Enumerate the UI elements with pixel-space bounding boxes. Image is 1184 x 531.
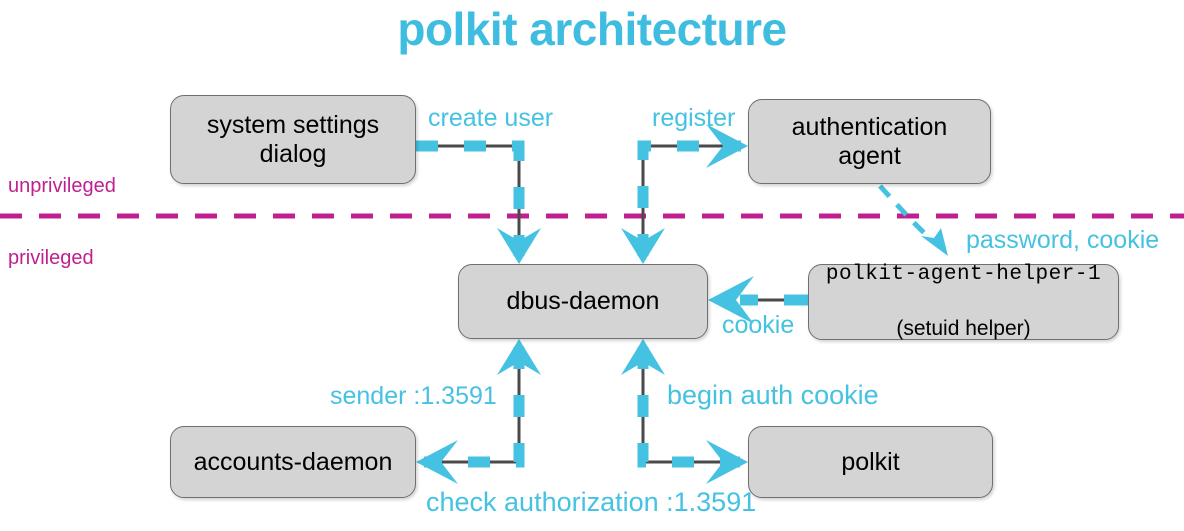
- page-title: polkit architecture: [397, 3, 787, 55]
- edge-label-cookie: cookie: [722, 311, 795, 339]
- edge-label-register: register: [652, 104, 736, 132]
- privileged-label: privileged: [8, 247, 94, 269]
- node-label: polkit-agent-helper-1: [825, 263, 1102, 287]
- node-polkit[interactable]: polkit: [748, 426, 993, 498]
- node-authentication-agent[interactable]: authentication agent: [748, 99, 991, 184]
- node-accounts-daemon[interactable]: accounts-daemon: [170, 426, 416, 498]
- edge-register: [621, 124, 748, 264]
- node-system-settings-dialog[interactable]: system settings dialog: [170, 95, 416, 184]
- edge-password-cookie: [878, 184, 948, 256]
- edge-sender: [416, 339, 541, 484]
- node-label: authentication agent: [791, 112, 948, 170]
- edge-label-sender: sender :1.3591: [330, 382, 497, 410]
- edge-label-begin-auth-cookie: begin auth cookie: [667, 380, 879, 410]
- edge-label-create-user: create user: [428, 104, 554, 132]
- edge-label-check-authorization: check authorization :1.3591: [426, 487, 757, 517]
- edge-cookie: [708, 276, 808, 324]
- node-label: dbus-daemon: [506, 287, 660, 315]
- edge-label-password-cookie: password, cookie: [966, 226, 1160, 254]
- node-label: system settings dialog: [206, 110, 380, 168]
- node-polkit-agent-helper-1[interactable]: polkit-agent-helper-1 (setuid helper): [808, 263, 1119, 340]
- node-sublabel: (setuid helper): [896, 316, 1031, 340]
- node-label: accounts-daemon: [193, 447, 393, 476]
- node-label: polkit: [841, 447, 900, 476]
- edge-begin-auth-cookie: [621, 339, 748, 484]
- unprivileged-label: unprivileged: [8, 175, 116, 197]
- node-dbus-daemon[interactable]: dbus-daemon: [458, 264, 708, 339]
- edge-create-user: [416, 140, 541, 264]
